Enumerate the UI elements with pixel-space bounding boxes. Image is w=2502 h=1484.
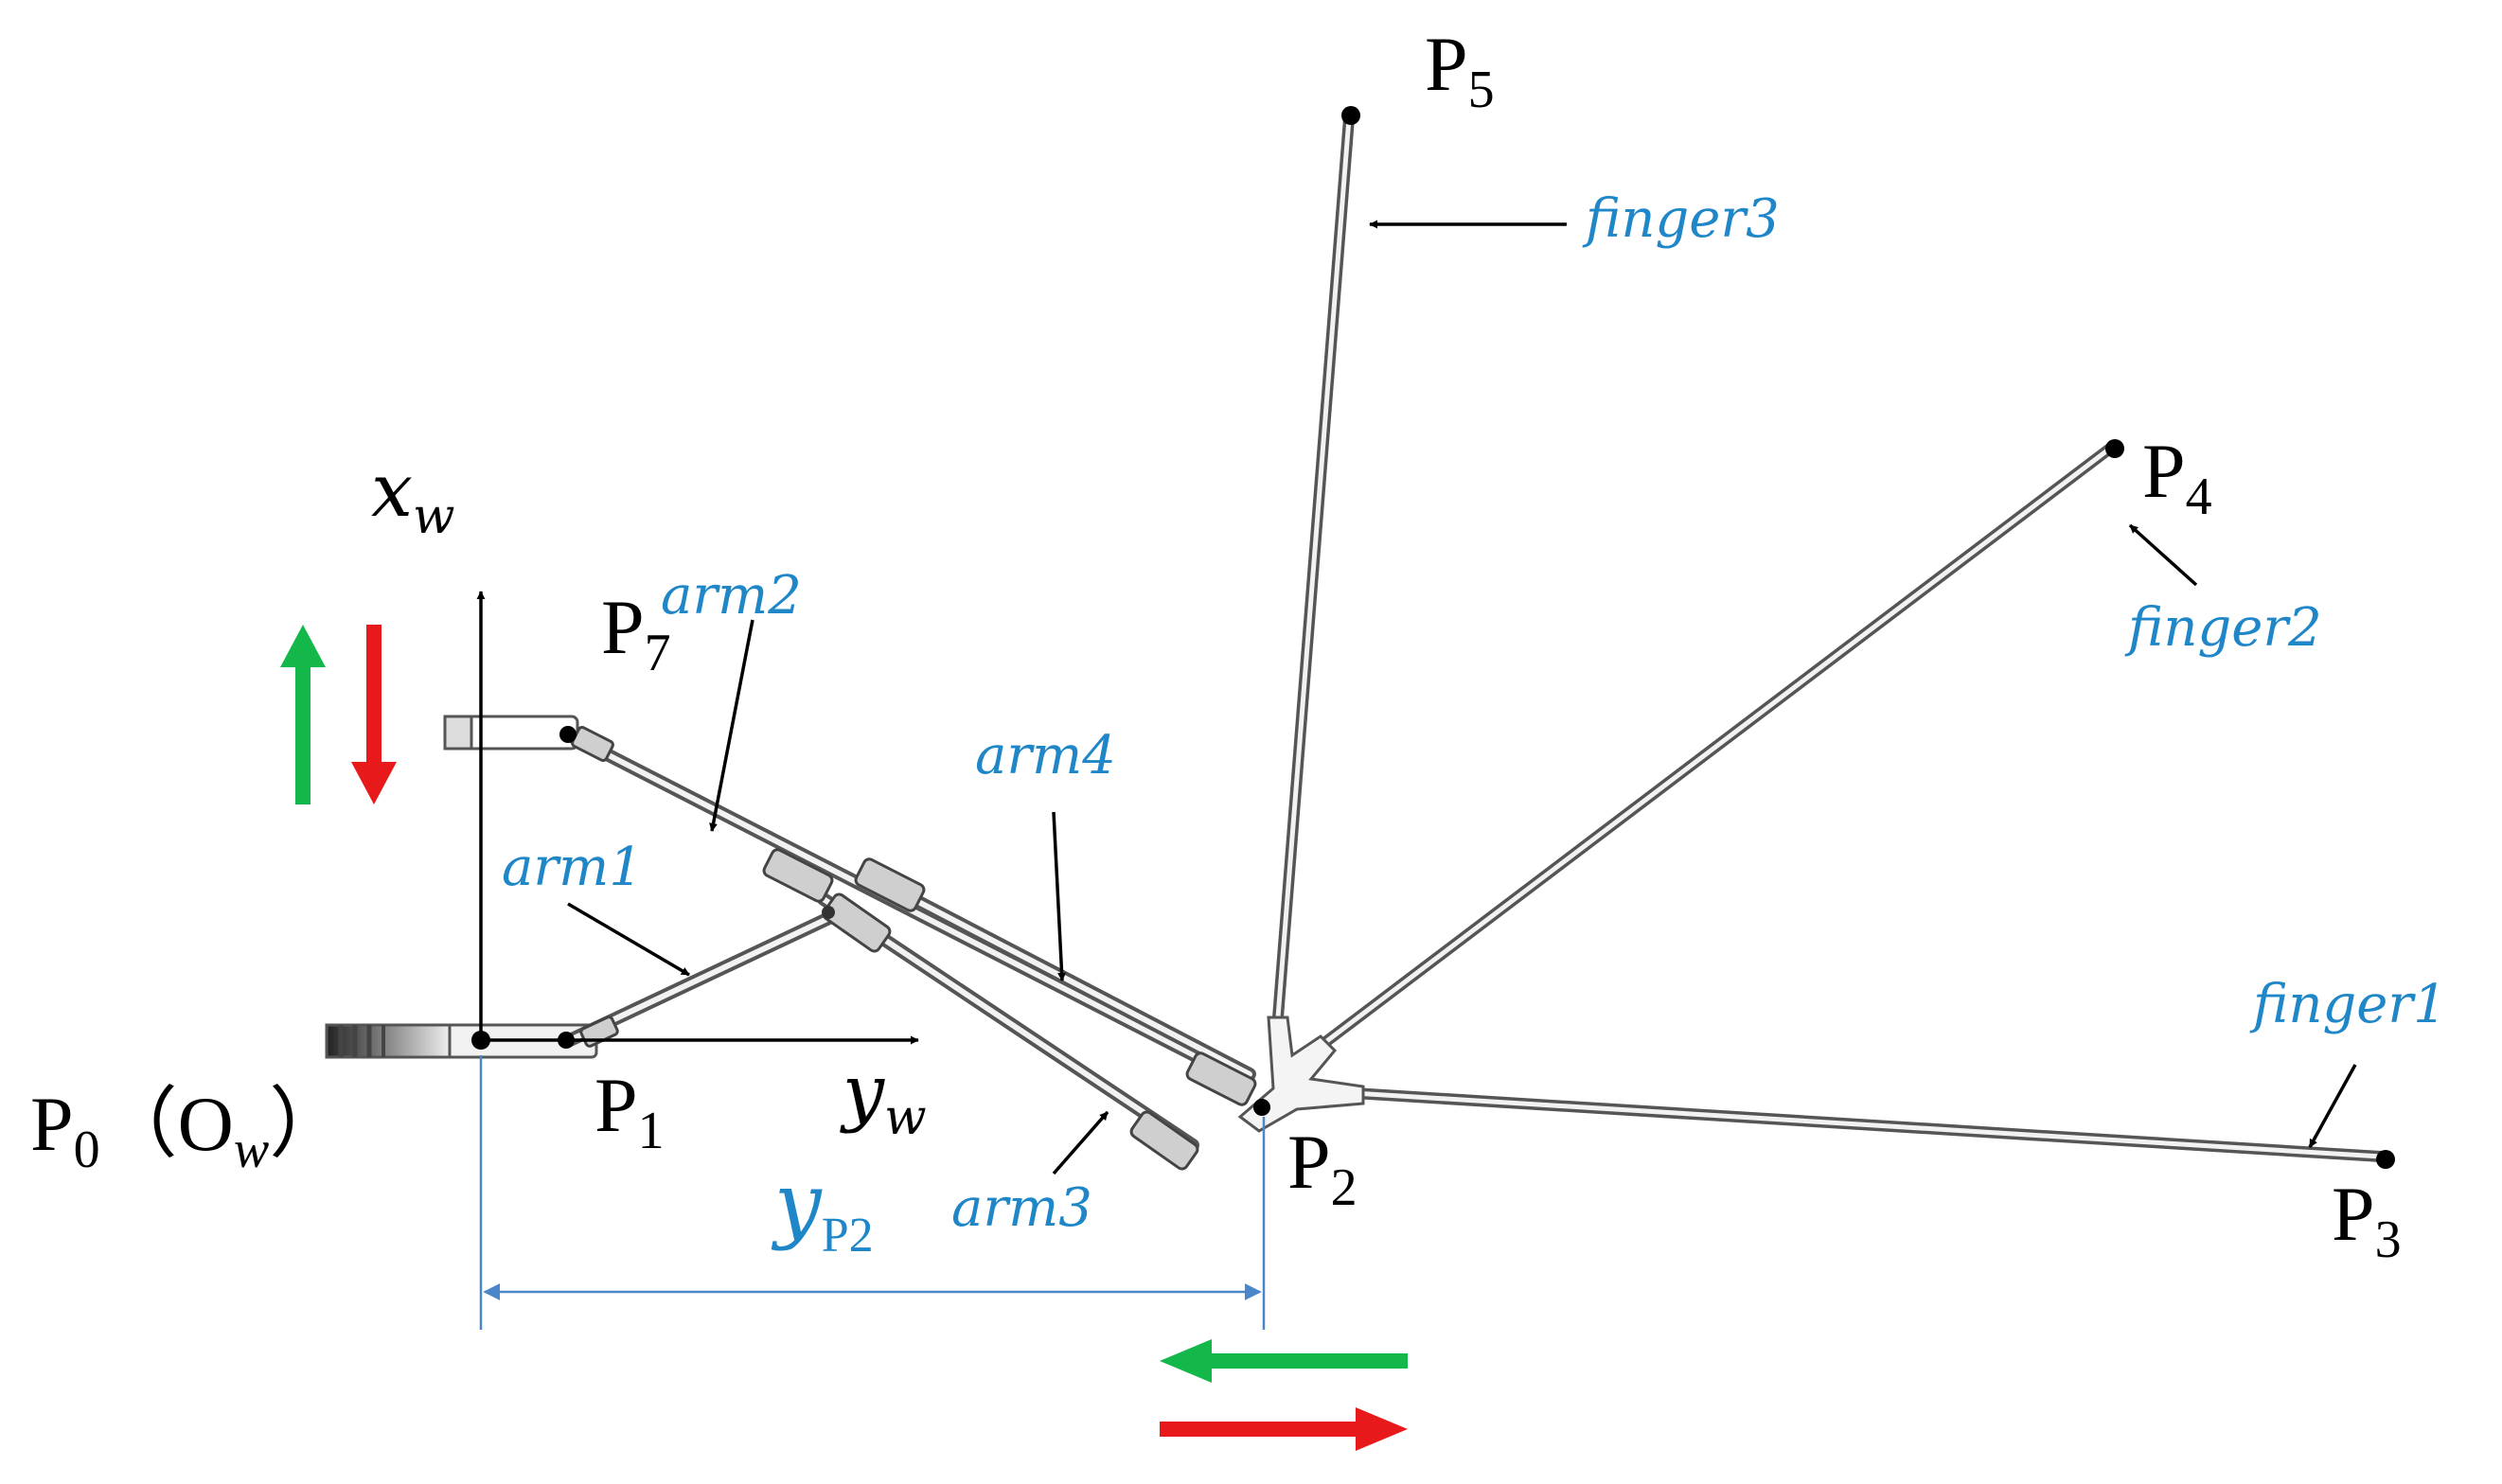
arm2-leader bbox=[709, 619, 754, 832]
base-plate bbox=[325, 1023, 598, 1059]
finger1-leader bbox=[2308, 1064, 2357, 1148]
p7-label: P7 bbox=[601, 584, 671, 682]
arm1-label: arm1 bbox=[502, 837, 643, 898]
finger2-rod bbox=[1315, 442, 2117, 1051]
joint-sleeves bbox=[571, 725, 1257, 1171]
red-down-arrow bbox=[351, 625, 397, 804]
finger2-label: finger2 bbox=[2124, 597, 2322, 659]
arm4-leader bbox=[1052, 811, 1067, 981]
p2-hub bbox=[1237, 1016, 1365, 1133]
p3-dot bbox=[2376, 1150, 2395, 1169]
middle-joint-dot bbox=[822, 906, 835, 919]
top-plate bbox=[443, 715, 579, 751]
green-left-arrow bbox=[1160, 1339, 1408, 1383]
dimension-line bbox=[479, 1055, 1266, 1330]
p0-label: P0（Ow） bbox=[30, 1081, 346, 1179]
p3-label: P3 bbox=[2332, 1171, 2402, 1269]
finger1-rod bbox=[1348, 1087, 2387, 1162]
finger3-rod bbox=[1272, 113, 1355, 1023]
p5-label: P5 bbox=[1425, 21, 1495, 119]
finger2-leader bbox=[2128, 523, 2198, 587]
p1-label: P1 bbox=[594, 1062, 665, 1160]
x-axis-label: xw bbox=[371, 449, 455, 545]
dimension-label: yP2 bbox=[771, 1155, 874, 1263]
p7-dot bbox=[559, 726, 577, 743]
p2-dot bbox=[1253, 1099, 1270, 1116]
finger3-label: finger3 bbox=[1582, 188, 1780, 250]
p4-dot bbox=[2105, 439, 2124, 458]
finger1-label: finger1 bbox=[2249, 974, 2447, 1035]
p4-label: P4 bbox=[2142, 428, 2212, 526]
arm3-leader bbox=[1052, 1110, 1109, 1175]
red-right-arrow bbox=[1160, 1407, 1408, 1451]
arm4-label: arm4 bbox=[975, 725, 1116, 786]
arm1-leader bbox=[567, 902, 690, 977]
p5-dot bbox=[1341, 106, 1360, 125]
arm3-label: arm3 bbox=[951, 1177, 1092, 1239]
arm2-label: arm2 bbox=[661, 565, 802, 627]
y-axis-label: yw bbox=[840, 1050, 927, 1146]
p2-label: P2 bbox=[1287, 1119, 1357, 1217]
green-up-arrow bbox=[280, 625, 326, 804]
